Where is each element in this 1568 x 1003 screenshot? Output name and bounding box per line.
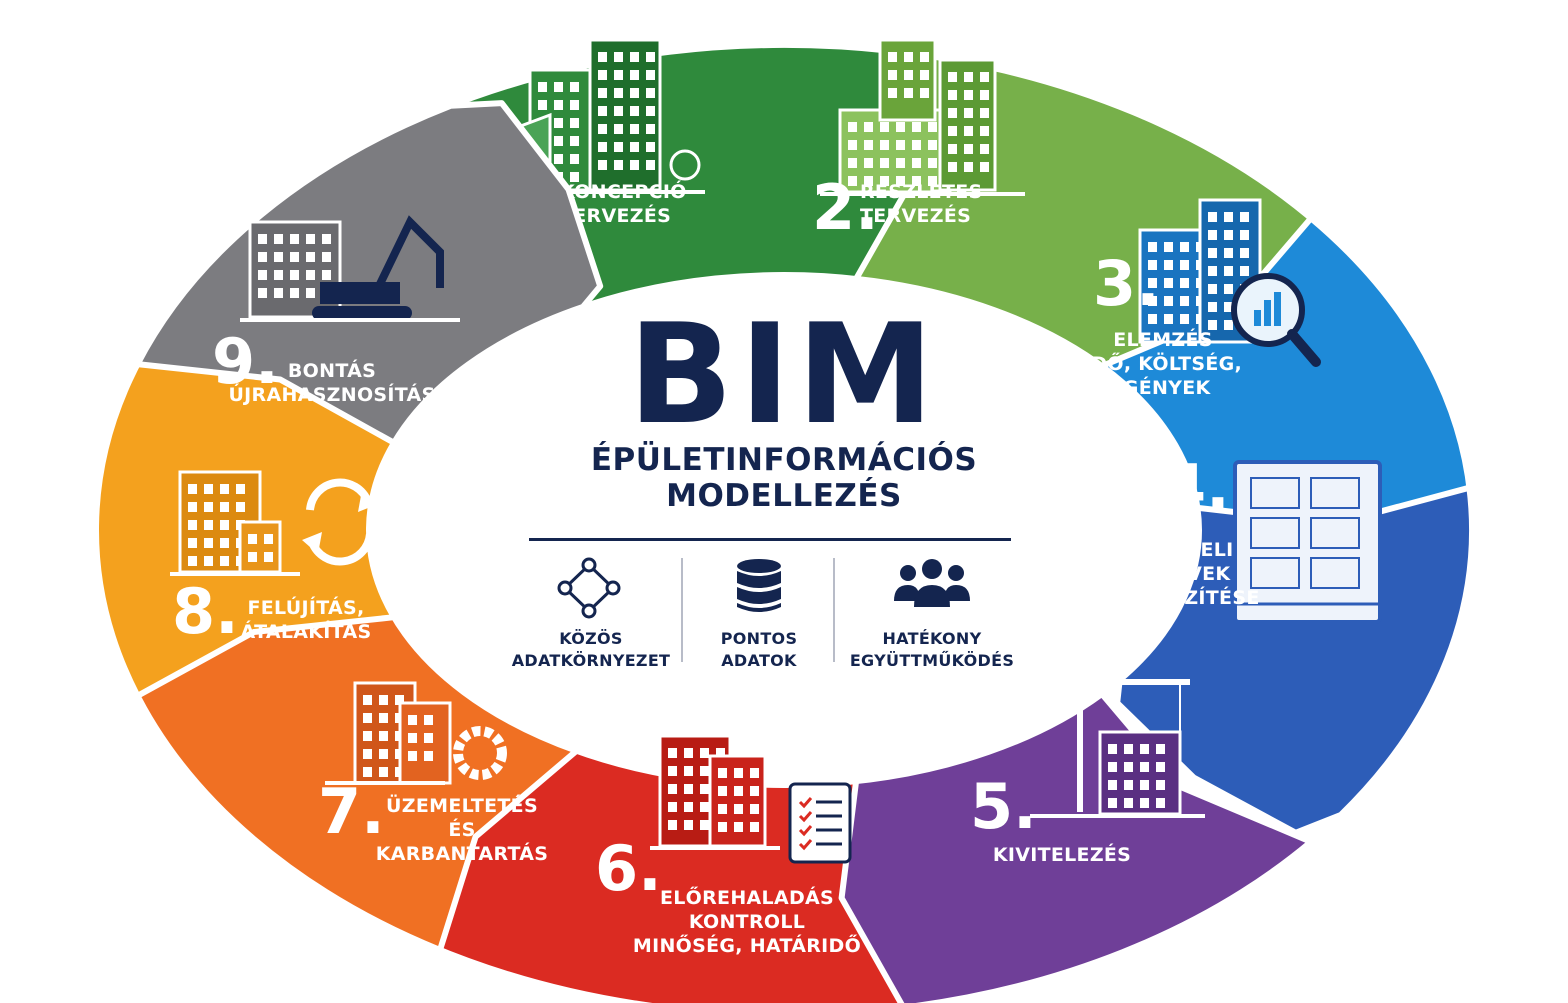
stage-2-label-line: TERVEZÉS <box>860 204 971 227</box>
stage-7-label-line: ÉS <box>448 818 475 841</box>
stage-8-label-line: FELÚJÍTÁS, <box>247 595 364 619</box>
stage-9-label-line: ÚJRAHASZNOSÍTÁS <box>228 382 435 406</box>
renovation-cycle-icon <box>170 470 378 576</box>
stage-2-label-line: RÉSZLETES <box>860 180 982 203</box>
stage-8-number: 8. <box>172 575 239 648</box>
stage-4-label-line: TERVEK <box>1146 563 1232 585</box>
stage-9-number: 9. <box>212 325 279 398</box>
stage-4-label-line: ELKÉSZÍTÉSE <box>1116 586 1259 609</box>
checklist-icon <box>650 734 852 864</box>
stage-4-band <box>1114 484 1476 836</box>
stage-6-label-line: ELŐREHALADÁS <box>660 885 834 909</box>
stage-5-band <box>809 690 1314 1003</box>
stage-9-label-line: BONTÁS <box>288 359 376 382</box>
stage-8-label-line: ÁTALAKÍTÁS <box>241 620 372 643</box>
stage-segment-5: 5.KIVITELEZÉS <box>809 672 1314 1003</box>
stage-1-label-line: TERVEZÉS <box>560 204 671 227</box>
stage-6-number: 6. <box>595 832 662 905</box>
stage-3-label-line: IGÉNYEK <box>1115 376 1211 399</box>
stage-7-label-line: KARBANTARTÁS <box>376 842 549 865</box>
stage-3-number: 3. <box>1093 247 1160 320</box>
blueprint-icon <box>1233 460 1382 624</box>
stage-segment-8: 8. FELÚJÍTÁS,ÁTALAKÍTÁS <box>93 327 400 699</box>
crane-icon <box>1030 672 1205 818</box>
detailed-buildings-icon <box>820 38 1025 196</box>
stage-9-band <box>134 100 604 446</box>
stage-1-label-line: KONCEPCIÓ <box>560 179 687 203</box>
excavator-icon <box>240 215 460 322</box>
stage-5-number: 5. <box>970 770 1037 843</box>
analysis-magnifier-icon <box>1138 198 1321 367</box>
stage-3-label-line: IDŐ, KÖLTSÉG, <box>1084 351 1242 375</box>
stage-5-label-line: KIVITELEZÉS <box>993 843 1131 866</box>
stage-6-label-line: MINŐSÉG, HATÁRIDŐ <box>633 933 861 957</box>
stage-7-label-line: ÜZEMELTETÉS <box>386 793 538 817</box>
stage-2-number: 2. <box>812 171 879 244</box>
gear-building-icon <box>325 681 507 785</box>
stage-4-number: 4. <box>1163 451 1230 524</box>
stage-7-number: 7. <box>318 775 385 848</box>
stage-6-label-line: KONTROLL <box>689 911 805 933</box>
stage-4-label-line: KIVITELI <box>1142 539 1233 561</box>
stage-3-label-line: ELEMZÉS <box>1113 328 1213 351</box>
